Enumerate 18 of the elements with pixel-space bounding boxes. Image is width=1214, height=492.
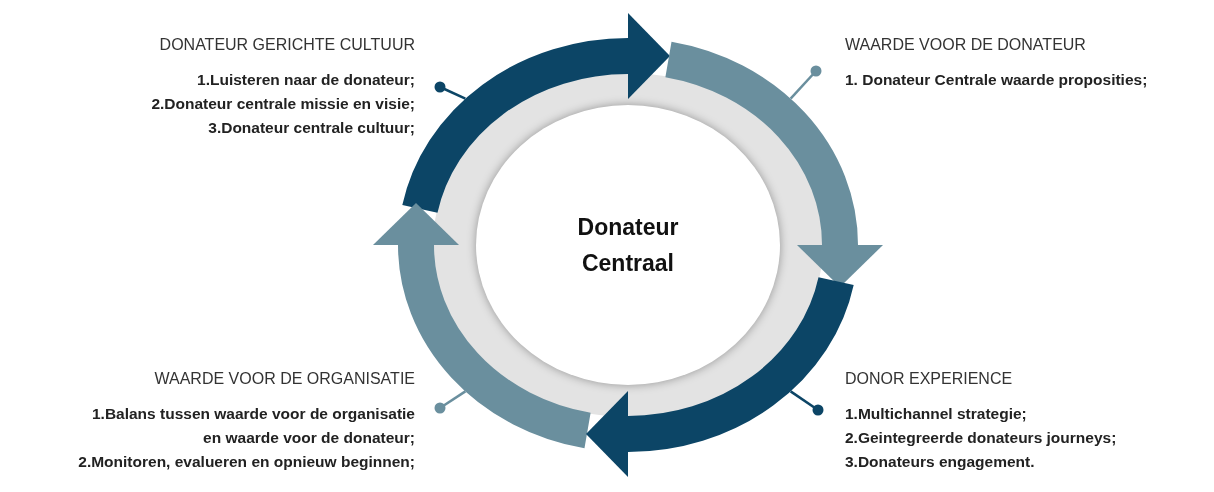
- leader-line: [789, 390, 824, 416]
- list-item: 2.Monitoren, evalueren en opnieuw beginnen;: [77, 452, 415, 472]
- list-item: 3.Donateur centrale cultuur;: [207, 118, 415, 138]
- leader-line: [434, 81, 466, 100]
- leader-line: [434, 390, 467, 414]
- section-heading: WAARDE VOOR DE ORGANISATIE: [153, 370, 415, 388]
- center-title: Donateur Centraal: [576, 213, 680, 278]
- section-heading: WAARDE VOOR DE DONATEUR: [845, 36, 1087, 54]
- section-heading: DONOR EXPERIENCE: [845, 370, 1014, 388]
- list-item: 1.Multichannel strategie;: [845, 404, 1028, 424]
- list-item: 3.Donateurs engagement.: [845, 452, 1036, 472]
- list-item: 2.Geintegreerde donateurs journeys;: [845, 428, 1118, 448]
- list-item: 1. Donateur Centrale waarde proposities;: [845, 70, 1149, 90]
- leader-line: [789, 65, 822, 100]
- section-heading: DONATEUR GERICHTE CULTUUR: [158, 36, 415, 54]
- list-item: 1.Balans tussen waarde voor de organisatie en waarde voor de donateur;: [90, 404, 415, 448]
- list-item: 2.Donateur centrale missie en visie;: [150, 94, 415, 114]
- list-item: 1.Luisteren naar de donateur;: [196, 70, 415, 90]
